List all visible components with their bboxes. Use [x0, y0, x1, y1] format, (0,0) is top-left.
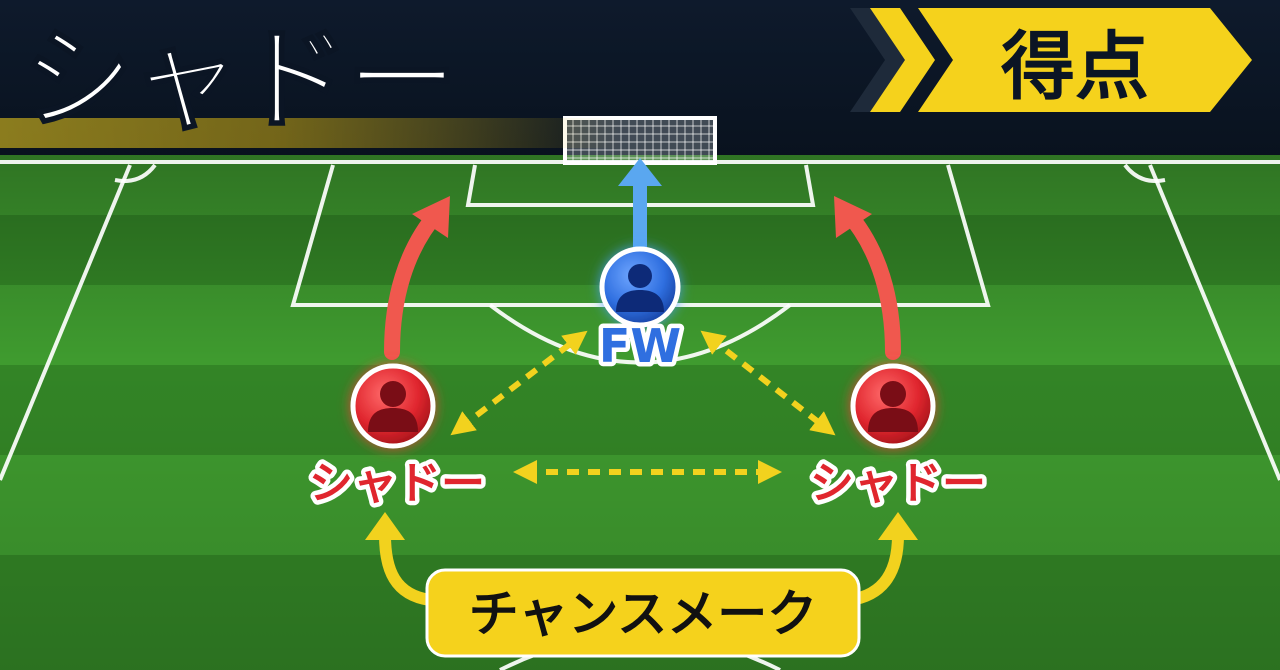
curved-arrow-icon: [379, 529, 436, 606]
forward-shot-arrow: [618, 158, 662, 248]
badge-plate: [918, 8, 1252, 112]
player-shadow-left-label: シャドー: [309, 458, 485, 509]
shot-arrow-head: [618, 158, 662, 186]
player-forward-label: FW: [599, 319, 681, 373]
chance-arrow-head-right: [878, 512, 918, 540]
player-shadow-left: [350, 363, 436, 449]
touch-line-left: [0, 164, 132, 481]
corner-arc-left: [114, 163, 157, 183]
corner-arc-right: [1123, 163, 1166, 183]
player-shadow-right: [850, 363, 936, 449]
chevron-right-icon: [870, 8, 935, 112]
person-silhouette-icon: [616, 264, 664, 312]
page-title: シャドー: [22, 15, 454, 145]
person-silhouette-icon: [868, 381, 918, 432]
callout-label: チャンスメーク: [469, 585, 818, 643]
callout-plate: [425, 568, 861, 658]
player-shadow-right-label: シャドー: [810, 458, 986, 509]
link-arrows: [450, 330, 836, 484]
touch-line-right: [1148, 164, 1280, 481]
goal-badge: 得点: [850, 8, 1252, 112]
player-forward: [599, 246, 681, 328]
dashed-double-arrow-icon: [700, 330, 836, 436]
badge-label: 得点: [1001, 24, 1149, 110]
shadow-run-arrows: [384, 196, 901, 360]
chance-make-callout: チャンスメーク: [425, 568, 861, 658]
arrow-head-right: [834, 196, 872, 238]
dashed-double-arrow-icon: [450, 330, 588, 436]
chance-arrow-head-left: [365, 512, 405, 540]
title-underline-stripe: [0, 118, 620, 148]
arrow-head-left: [412, 196, 450, 238]
curved-arrow-icon: [384, 204, 446, 360]
person-silhouette-icon: [368, 381, 418, 432]
curved-arrow-icon: [839, 204, 901, 360]
